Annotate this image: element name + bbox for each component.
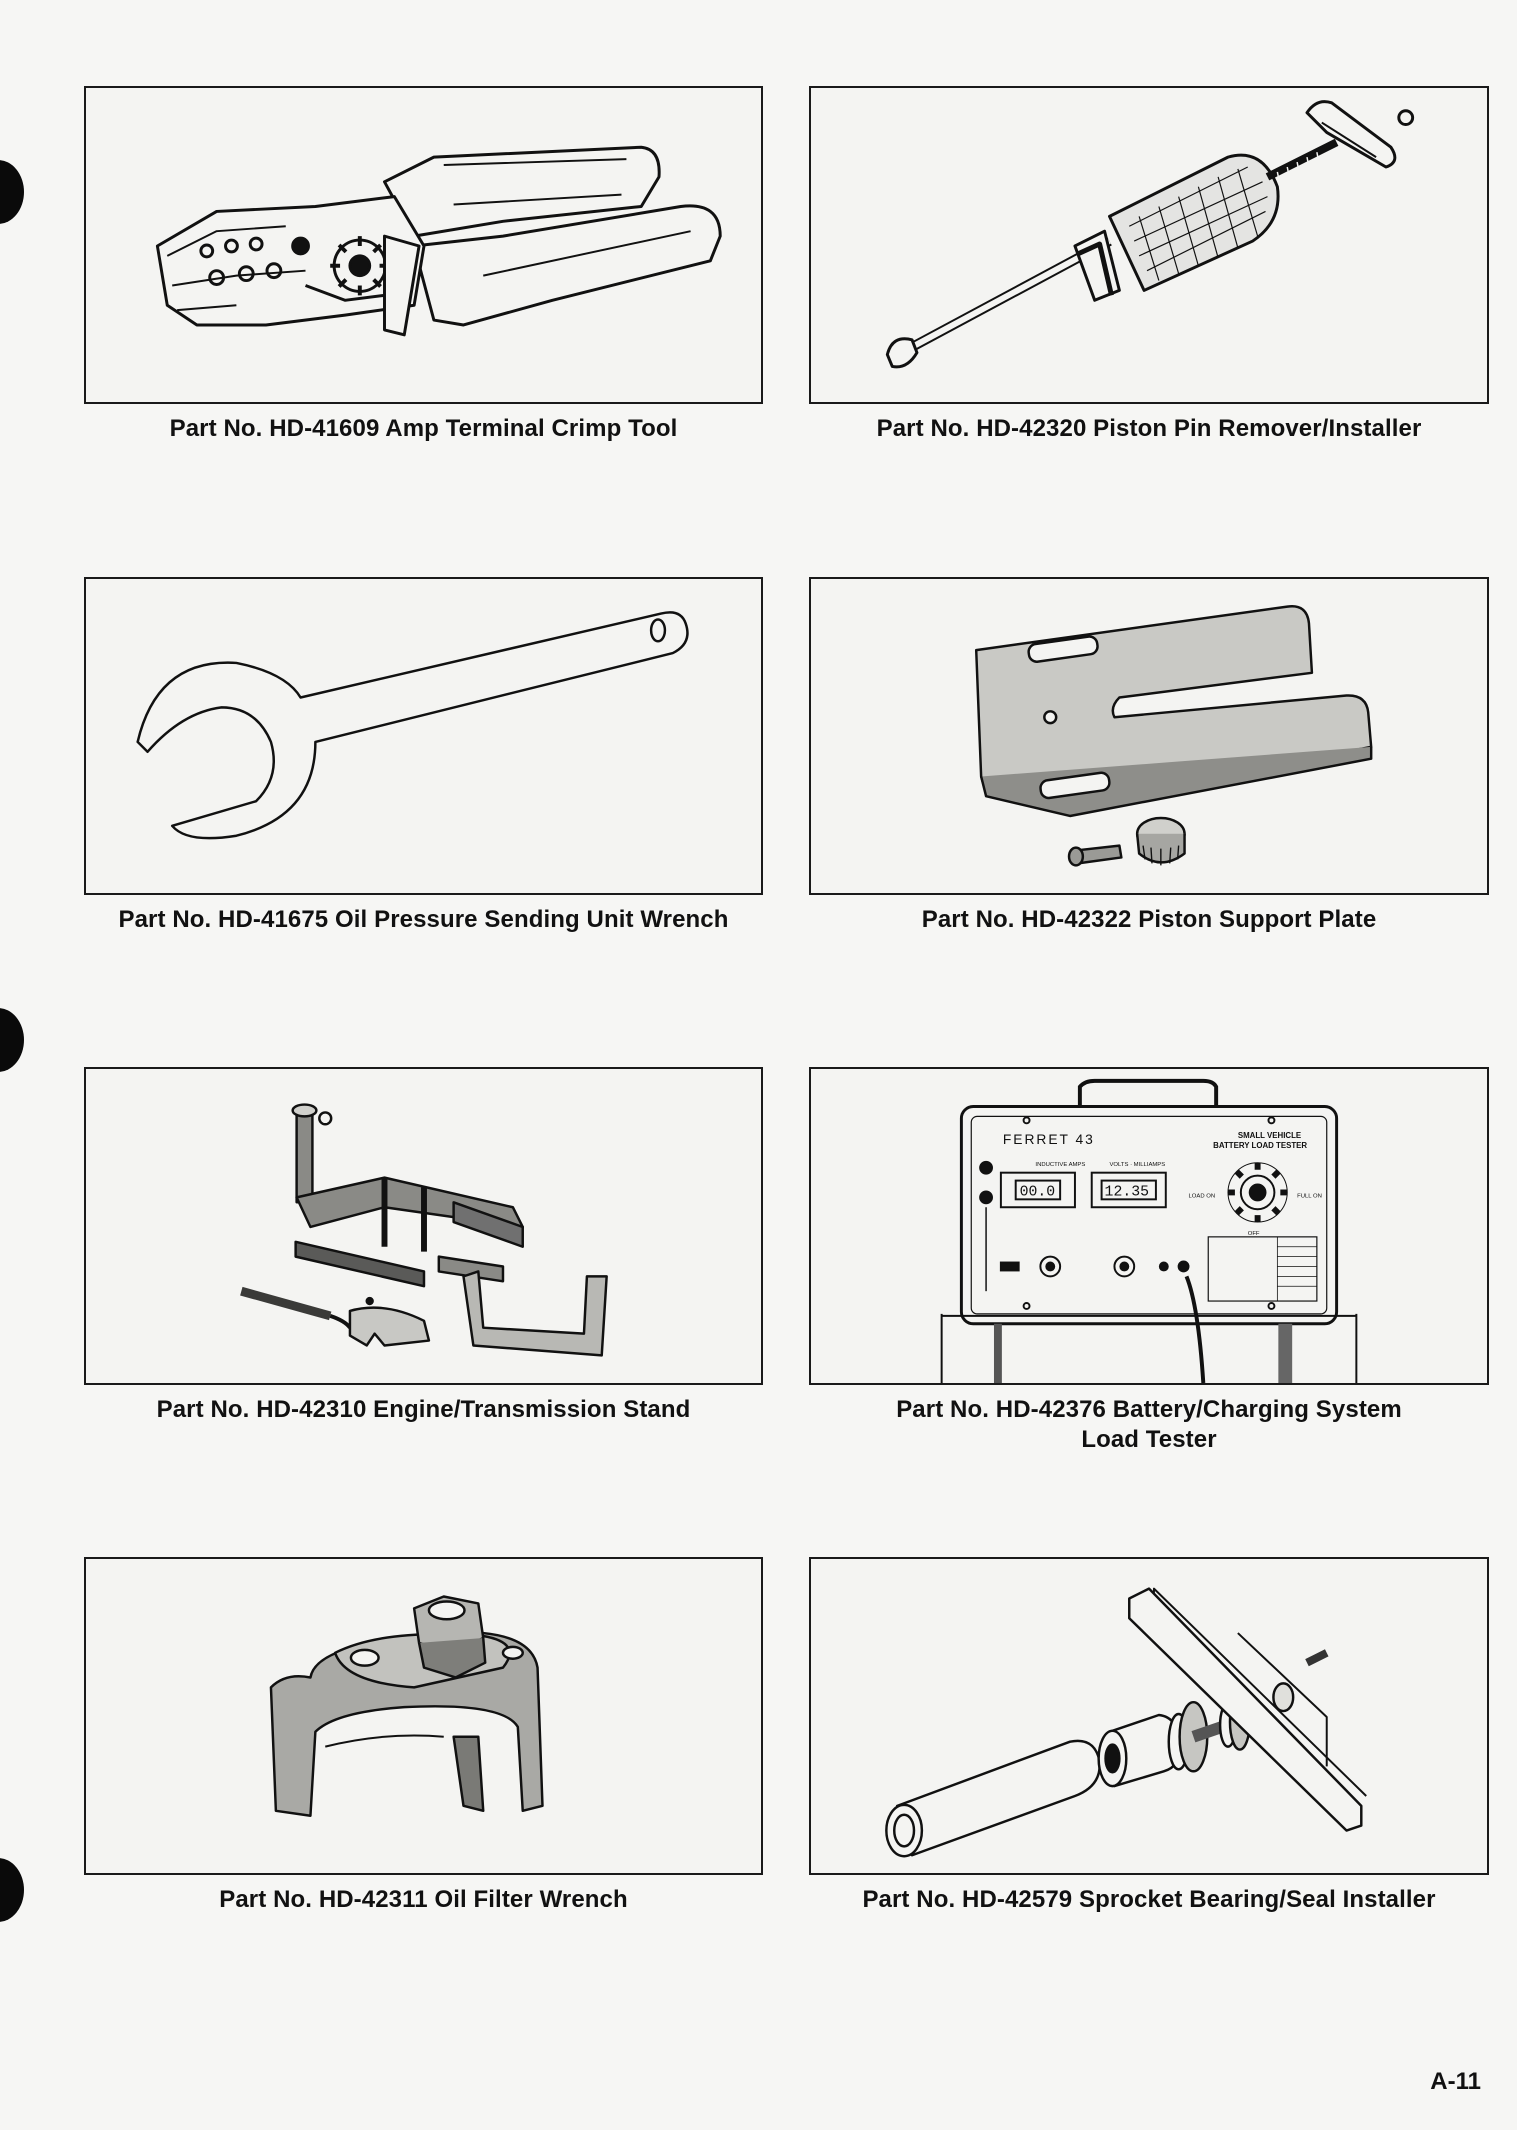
caption-line: Part No. HD-42311 Oil Filter Wrench [219, 1886, 628, 1913]
caption-line: Part No. HD-42320 Piston Pin Remover/Ins… [876, 415, 1422, 442]
tester-header-line1: SMALL VEHICLE [1238, 1131, 1301, 1140]
part-caption: Part No. HD-42376 Battery/Charging Syste… [809, 1395, 1489, 1455]
oil-filter-wrench-figure [84, 1557, 763, 1875]
tester-display-amps: 00.0 [1020, 1184, 1056, 1200]
tester-display-volts: 12.35 [1105, 1184, 1149, 1200]
open-end-wrench-icon [136, 611, 689, 840]
part-caption: Part No. HD-41609 Amp Terminal Crimp Too… [84, 414, 763, 444]
caption-line: Part No. HD-42310 Engine/Transmission St… [156, 1396, 691, 1423]
tester-full-on-label: FULL ON [1297, 1193, 1322, 1199]
piston-pin-tool-figure [809, 86, 1489, 404]
caption-line: Part No. HD-42322 Piston Support Plate [921, 906, 1377, 933]
wrench-figure [84, 577, 763, 895]
piston-pin-tool-icon [885, 100, 1415, 369]
engine-stand-figure [84, 1067, 763, 1385]
tester-volts-label: VOLTS · MILLIAMPS [1110, 1162, 1166, 1168]
load-tester-icon: FERRET 43 SMALL VEHICLE BATTERY LOAD TES… [940, 1078, 1358, 1383]
support-plate-figure [809, 577, 1489, 895]
bearing-installer-figure [809, 1557, 1489, 1875]
part-caption: Part No. HD-42311 Oil Filter Wrench [84, 1885, 763, 1915]
caption-line: Part No. HD-42579 Sprocket Bearing/Seal … [862, 1886, 1436, 1913]
bearing-installer-icon [885, 1587, 1367, 1858]
load-tester-figure: FERRET 43 SMALL VEHICLE BATTERY LOAD TES… [809, 1067, 1489, 1385]
caption-line: Load Tester [1081, 1426, 1217, 1453]
part-caption: Part No. HD-42320 Piston Pin Remover/Ins… [809, 414, 1489, 444]
caption-line: Part No. HD-41675 Oil Pressure Sending U… [118, 906, 729, 933]
part-caption: Part No. HD-42579 Sprocket Bearing/Seal … [809, 1885, 1489, 1915]
tester-load-on-label: LOAD ON [1188, 1193, 1215, 1199]
crimp-tool-icon [155, 145, 722, 337]
tester-brand: FERRET 43 [1003, 1131, 1095, 1147]
binder-hole [0, 1008, 24, 1072]
caption-line: Part No. HD-41609 Amp Terminal Crimp Too… [169, 415, 678, 442]
part-caption: Part No. HD-41675 Oil Pressure Sending U… [84, 905, 763, 935]
part-caption: Part No. HD-42310 Engine/Transmission St… [84, 1395, 763, 1425]
binder-hole [0, 160, 24, 224]
binder-hole [0, 1858, 24, 1922]
engine-stand-icon [240, 1103, 608, 1357]
tester-off-label: OFF [1248, 1231, 1260, 1237]
page-number: A-11 [1430, 2068, 1481, 2095]
oil-filter-wrench-icon [269, 1595, 544, 1817]
support-plate-icon [974, 605, 1373, 867]
crimp-tool-figure [84, 86, 763, 404]
part-caption: Part No. HD-42322 Piston Support Plate [809, 905, 1489, 935]
caption-line: Part No. HD-42376 Battery/Charging Syste… [896, 1396, 1402, 1423]
tester-amps-label: INDUCTIVE AMPS [1035, 1162, 1085, 1168]
tester-header-line2: BATTERY LOAD TESTER [1213, 1141, 1307, 1150]
